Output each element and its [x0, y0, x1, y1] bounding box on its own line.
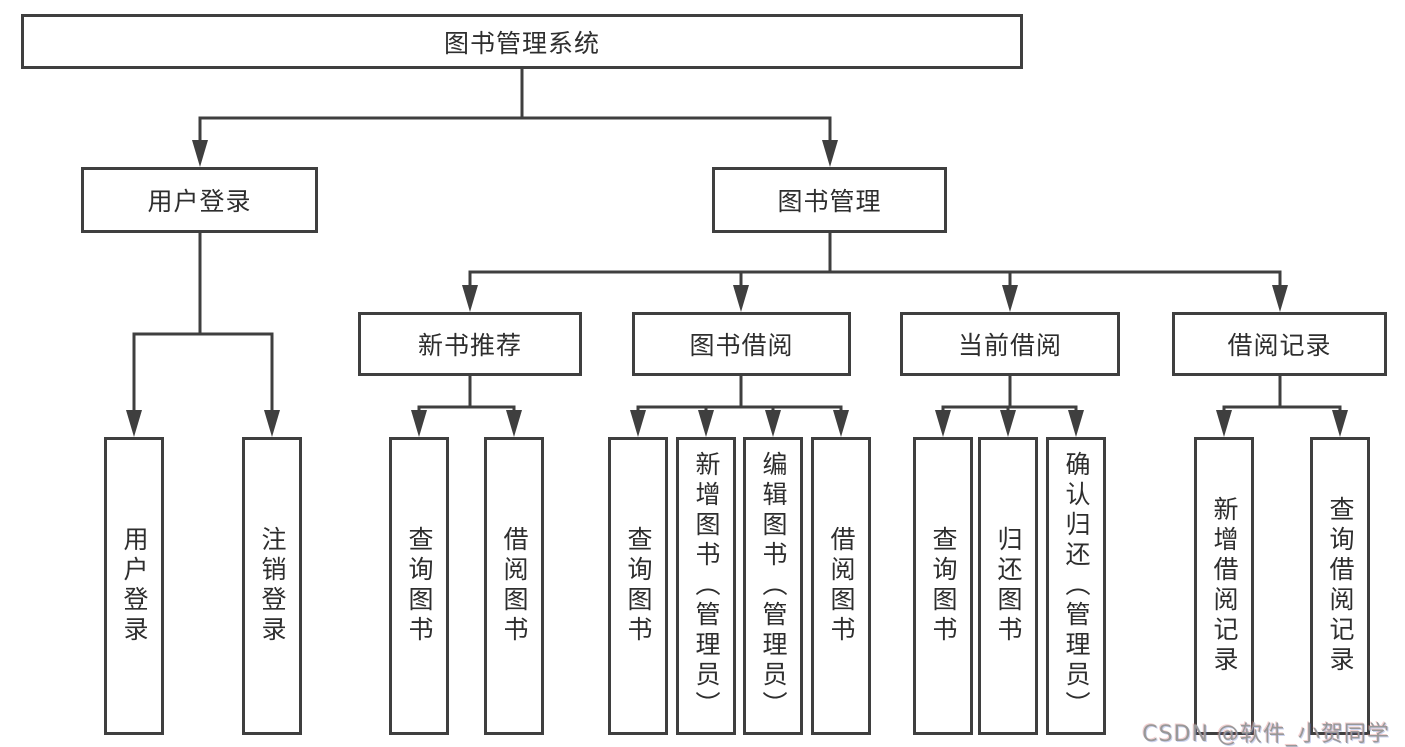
arrowhead [1000, 410, 1016, 437]
leaf-borrow-books-recommend: 借阅图书 [484, 437, 544, 735]
arrowhead [126, 410, 142, 437]
leaf-user-login: 用户登录 [104, 437, 164, 735]
arrowhead [765, 410, 781, 437]
arrowhead [733, 285, 749, 312]
leaf-query-books-current: 查询图书 [913, 437, 973, 735]
node-book-borrowing: 图书借阅 [632, 312, 851, 376]
arrowhead [462, 285, 478, 312]
arrowhead [935, 410, 951, 437]
arrowhead [630, 410, 646, 437]
arrowhead [506, 410, 522, 437]
leaf-confirm-return-admin: 确认归还（管理员） [1046, 437, 1106, 735]
arrowhead [411, 410, 427, 437]
arrowhead [833, 410, 849, 437]
leaf-query-borrow-record: 查询借阅记录 [1310, 437, 1370, 735]
node-borrowing-records: 借阅记录 [1172, 312, 1387, 376]
leaf-query-books-recommend: 查询图书 [389, 437, 449, 735]
arrowhead [192, 140, 208, 167]
node-book-management: 图书管理 [712, 167, 947, 233]
arrowhead [1272, 285, 1288, 312]
node-user-login: 用户登录 [81, 167, 318, 233]
arrowhead [1002, 285, 1018, 312]
arrowhead [1216, 410, 1232, 437]
arrowhead [264, 410, 280, 437]
leaf-borrow-books-borrowing: 借阅图书 [811, 437, 871, 735]
arrowhead [698, 410, 714, 437]
node-new-book-recommendation: 新书推荐 [358, 312, 582, 376]
node-current-borrowing: 当前借阅 [900, 312, 1120, 376]
leaf-add-borrow-record: 新增借阅记录 [1194, 437, 1254, 735]
leaf-query-books-borrowing: 查询图书 [608, 437, 668, 735]
leaf-add-books-admin: 新增图书（管理员） [676, 437, 736, 735]
leaf-edit-books-admin: 编辑图书（管理员） [743, 437, 803, 735]
arrowhead [822, 140, 838, 167]
leaf-logout-login: 注销登录 [242, 437, 302, 735]
arrowhead [1332, 410, 1348, 437]
leaf-return-books: 归还图书 [978, 437, 1038, 735]
node-library-management-system: 图书管理系统 [21, 14, 1023, 69]
csdn-watermark: CSDN @软件_小贺同学 [1142, 722, 1390, 747]
arrowhead [1068, 410, 1084, 437]
